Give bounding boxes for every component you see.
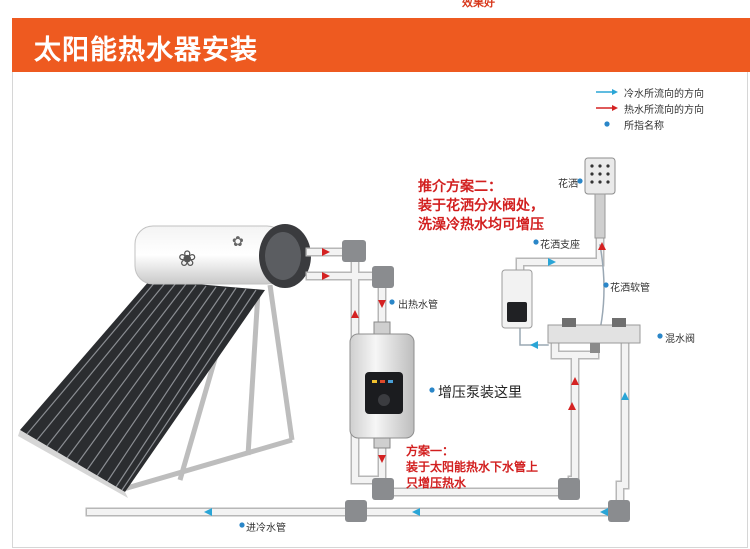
svg-text:❀: ❀ (178, 247, 196, 272)
plan-two-heading: 推介方案二： (418, 179, 502, 195)
plan-two-line-3: 洗澡冷热水均可增压 (418, 217, 544, 233)
title-banner: 太阳能热水器安装 (12, 18, 750, 72)
legend-hot: 热水所流向的方向 (624, 105, 704, 116)
legend-markers (596, 89, 618, 111)
plan-one-callout: 方案一： 装于太阳能热水下水管上 只增压热水 (406, 443, 538, 491)
plan-two-line-2: 装于花洒分水阀处， (418, 198, 544, 214)
page-title: 太阳能热水器安装 (34, 35, 258, 66)
water-tank: ❀ ✿ (134, 224, 311, 288)
content-frame (12, 72, 748, 548)
svg-text:✿: ✿ (232, 234, 244, 250)
shower-booster-pump (501, 269, 533, 329)
legend-name-marker: 所指名称 (624, 121, 664, 132)
label-hot-out-pipe: 出热水管 (398, 300, 438, 311)
plan-one-line-2: 装于太阳能热水下水管上 (406, 460, 539, 474)
shower-head (584, 157, 616, 239)
plan-two-callout: 推介方案二： 装于花洒分水阀处， 洗澡冷热水均可增压 (418, 178, 544, 235)
indicator-dots (239, 121, 663, 528)
label-shower-holder: 花洒支座 (540, 240, 580, 251)
plan-one-heading: 方案一： (406, 444, 455, 458)
elbow-fittings (342, 240, 630, 522)
label-cold-in-pipe: 进冷水管 (246, 523, 286, 534)
label-pump-location: 增压泵装这里 (438, 385, 522, 401)
collector-tubes (18, 280, 265, 498)
label-mixing-valve: 混水阀 (665, 334, 695, 345)
plan-one-line-3: 只增压热水 (406, 476, 467, 490)
label-shower: 花洒 (558, 179, 578, 190)
mixing-valve (547, 318, 641, 353)
main-booster-pump (349, 321, 415, 449)
legend-cold: 冷水所流向的方向 (624, 89, 704, 100)
top-caption: 效果好 (462, 0, 495, 9)
label-shower-hose: 花洒软管 (610, 283, 650, 294)
